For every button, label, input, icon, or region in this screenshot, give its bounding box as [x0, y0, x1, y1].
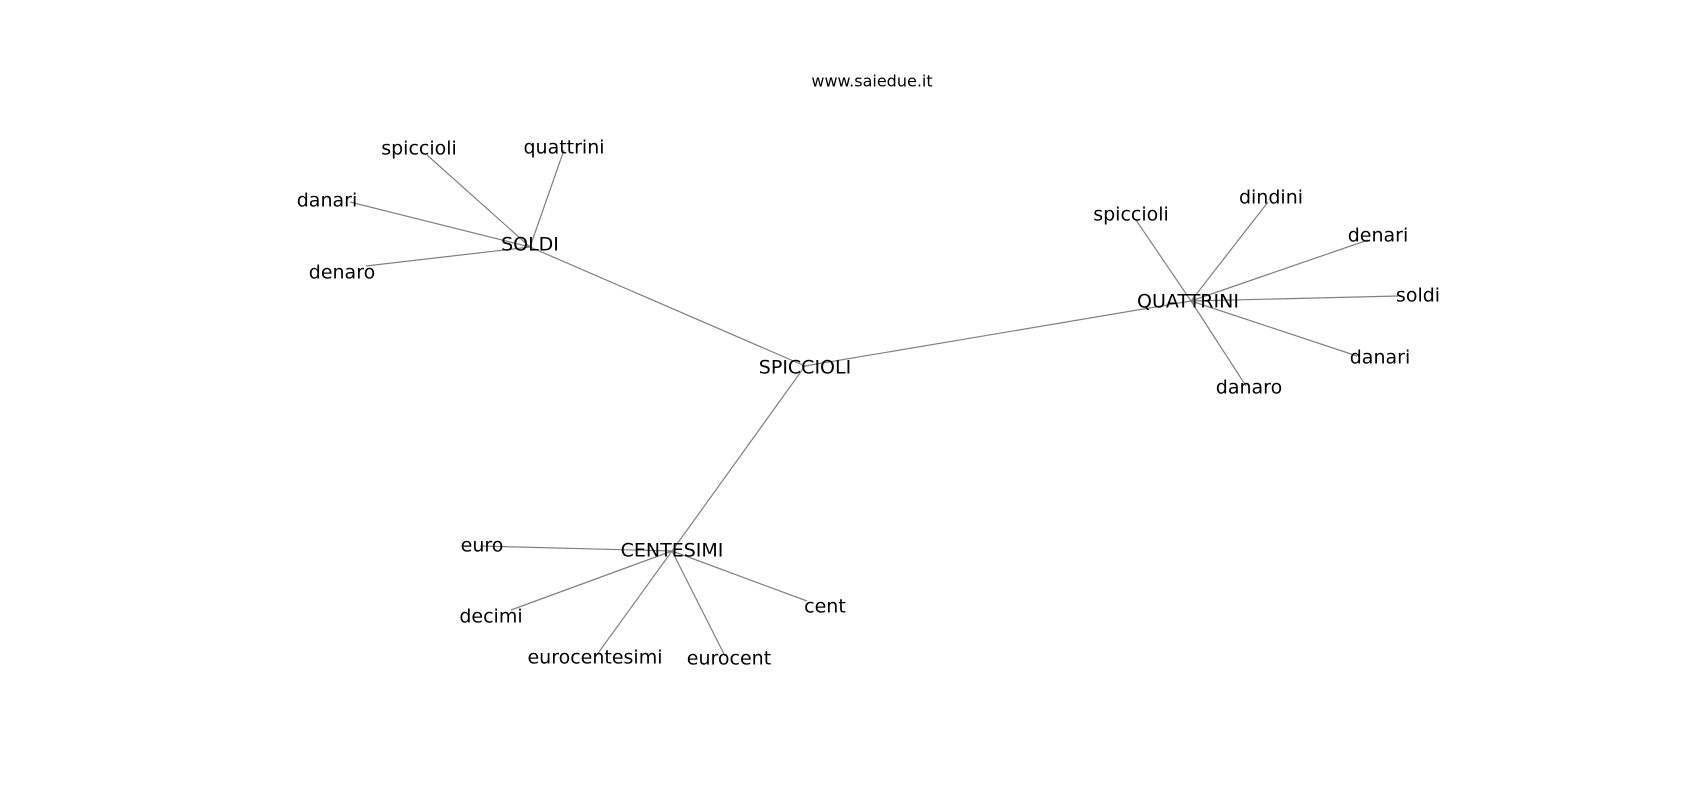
edge-quattrini-leaf: [1190, 295, 1399, 302]
edge-quattrini-leaf: [1190, 201, 1269, 302]
edge-soldi-leaf: [529, 149, 565, 248]
leaf-node-quattrini: danaro: [1216, 377, 1282, 399]
edge-soldi-leaf: [426, 154, 531, 248]
edge-centesimi-leaf: [479, 545, 673, 552]
edge-quattrini-leaf: [1190, 239, 1369, 302]
edge-quattrini-leaf: [1190, 300, 1358, 357]
leaf-node-centesimi: euro: [461, 535, 504, 557]
leaf-node-quattrini: spiccioli: [1093, 204, 1169, 226]
edge-centesimi-leaf: [671, 550, 808, 602]
edge-soldi-leaf: [349, 201, 531, 248]
graph-edges: [349, 149, 1399, 657]
hub-node-quattrini: QUATTRINI: [1137, 291, 1239, 313]
edge-soldi-leaf: [365, 246, 531, 267]
leaf-node-centesimi: eurocentesimi: [527, 647, 662, 669]
hub-node-centesimi: CENTESIMI: [621, 540, 724, 562]
root-node: SPICCIOLI: [759, 357, 851, 379]
edge-root-quattrini: [804, 300, 1192, 367]
edge-quattrini-leaf: [1135, 219, 1192, 302]
leaf-node-quattrini: danari: [1350, 347, 1410, 369]
edge-centesimi-leaf: [671, 550, 726, 657]
leaf-node-soldi: denaro: [309, 262, 375, 284]
edge-centesimi-leaf: [510, 550, 673, 611]
leaf-node-centesimi: decimi: [459, 606, 522, 628]
hub-node-soldi: SOLDI: [501, 234, 559, 256]
source-label: www.saiedue.it: [811, 72, 932, 91]
leaf-node-quattrini: dindini: [1239, 187, 1303, 209]
graph-labels: www.saiedue.it SPICCIOLI SOLDI spiccioli q…: [297, 72, 1440, 670]
leaf-node-quattrini: denari: [1348, 225, 1409, 247]
leaf-node-soldi: danari: [297, 190, 357, 212]
leaf-node-quattrini: soldi: [1396, 285, 1440, 307]
edge-root-soldi: [529, 246, 806, 367]
edge-quattrini-leaf: [1190, 300, 1247, 387]
edge-root-centesimi: [671, 365, 806, 552]
leaf-node-centesimi: cent: [804, 596, 846, 618]
edge-centesimi-leaf: [595, 550, 673, 657]
leaf-node-centesimi: eurocent: [687, 648, 771, 670]
leaf-node-soldi: quattrini: [523, 137, 604, 159]
leaf-node-soldi: spiccioli: [381, 138, 457, 160]
